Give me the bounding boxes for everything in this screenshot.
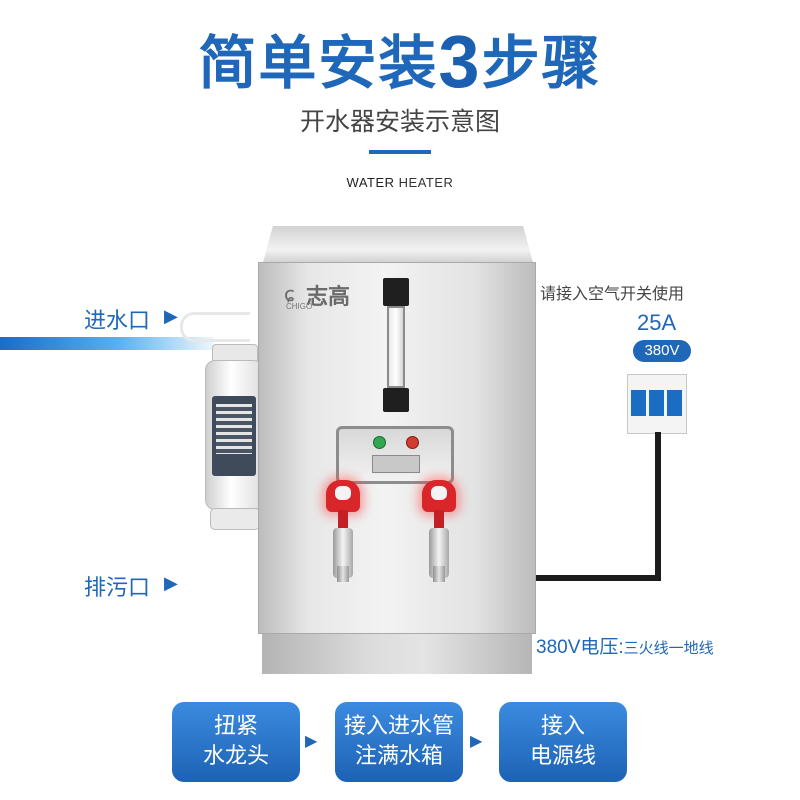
right-tap-stem <box>434 510 444 528</box>
power-switch[interactable] <box>372 455 420 473</box>
right-tap-handle-hole <box>431 486 447 500</box>
page-subtitle: 开水器安装示意图 <box>299 107 500 136</box>
filter-bottom-cap <box>210 508 260 530</box>
step-1-box: 扭紧 水龙头 <box>172 702 300 782</box>
water-gauge-top <box>383 278 409 306</box>
title-part1: 简单安装 <box>198 29 439 97</box>
step-3-box: 接入 电源线 <box>499 702 627 782</box>
product-label: WATER HEATER <box>0 175 800 190</box>
voltage-note-main: 380V电压: <box>536 637 624 658</box>
drain-label: 排污口 <box>84 576 151 601</box>
voltage-note: 380V电压:三火线一地线 <box>536 632 714 659</box>
voltage-note-detail: 三火线一地线 <box>623 639 714 657</box>
inlet-arrow-icon: ▶ <box>164 306 178 327</box>
breaker-pole-3 <box>667 390 682 416</box>
title-number: 3 <box>438 20 482 103</box>
title-part2: 步骤 <box>481 29 602 97</box>
left-tap-spout <box>333 528 353 578</box>
breaker-pole-1 <box>631 390 646 416</box>
page-title: 简单安装3步骤 <box>0 22 800 103</box>
step-1-line1: 扭紧 <box>213 714 258 739</box>
breaker-note: 请接入空气开关使用 <box>540 284 685 303</box>
step-arrow-1-icon: ▶ <box>305 731 318 750</box>
voltage-badge: 380V <box>633 340 691 362</box>
left-tap-stem <box>338 510 348 528</box>
power-cable-horizontal <box>536 575 661 581</box>
product-label-bold: WATER <box>346 175 395 190</box>
step-2-box: 接入进水管 注满水箱 <box>335 702 463 782</box>
step-3-line2: 电源线 <box>529 744 596 769</box>
left-tap-handle-hole <box>335 486 351 500</box>
step-arrow-2-icon: ▶ <box>470 731 483 750</box>
right-tap-spout <box>429 528 449 578</box>
drain-arrow-icon: ▶ <box>164 573 178 594</box>
inlet-water-line <box>0 337 214 350</box>
brand-sub: CHIGO <box>286 302 313 311</box>
brand-swirl-icon: ɕ <box>284 282 295 306</box>
step-1-line2: 水龙头 <box>202 744 269 769</box>
title-underline <box>369 150 431 154</box>
brand-name: 志高 <box>306 285 351 310</box>
inlet-label: 进水口 <box>84 309 151 334</box>
green-indicator-light <box>373 436 386 449</box>
red-indicator-light <box>406 436 419 449</box>
water-level-gauge <box>387 306 405 388</box>
step-2-line2: 注满水箱 <box>354 744 443 769</box>
heater-lid <box>262 226 534 266</box>
heater-base <box>262 634 532 674</box>
left-tap-nozzle <box>337 566 349 582</box>
water-gauge-bottom <box>383 388 409 412</box>
power-cable-vertical <box>655 432 661 580</box>
current-rating: 25A <box>637 310 677 335</box>
filter-inlet-tube <box>180 312 250 342</box>
right-tap-nozzle <box>433 566 445 582</box>
product-label-rest: HEATER <box>394 175 454 190</box>
step-2-line1: 接入进水管 <box>343 714 454 739</box>
step-3-line1: 接入 <box>540 714 585 739</box>
breaker-pole-2 <box>649 390 664 416</box>
filter-label-text-lines <box>216 404 252 454</box>
